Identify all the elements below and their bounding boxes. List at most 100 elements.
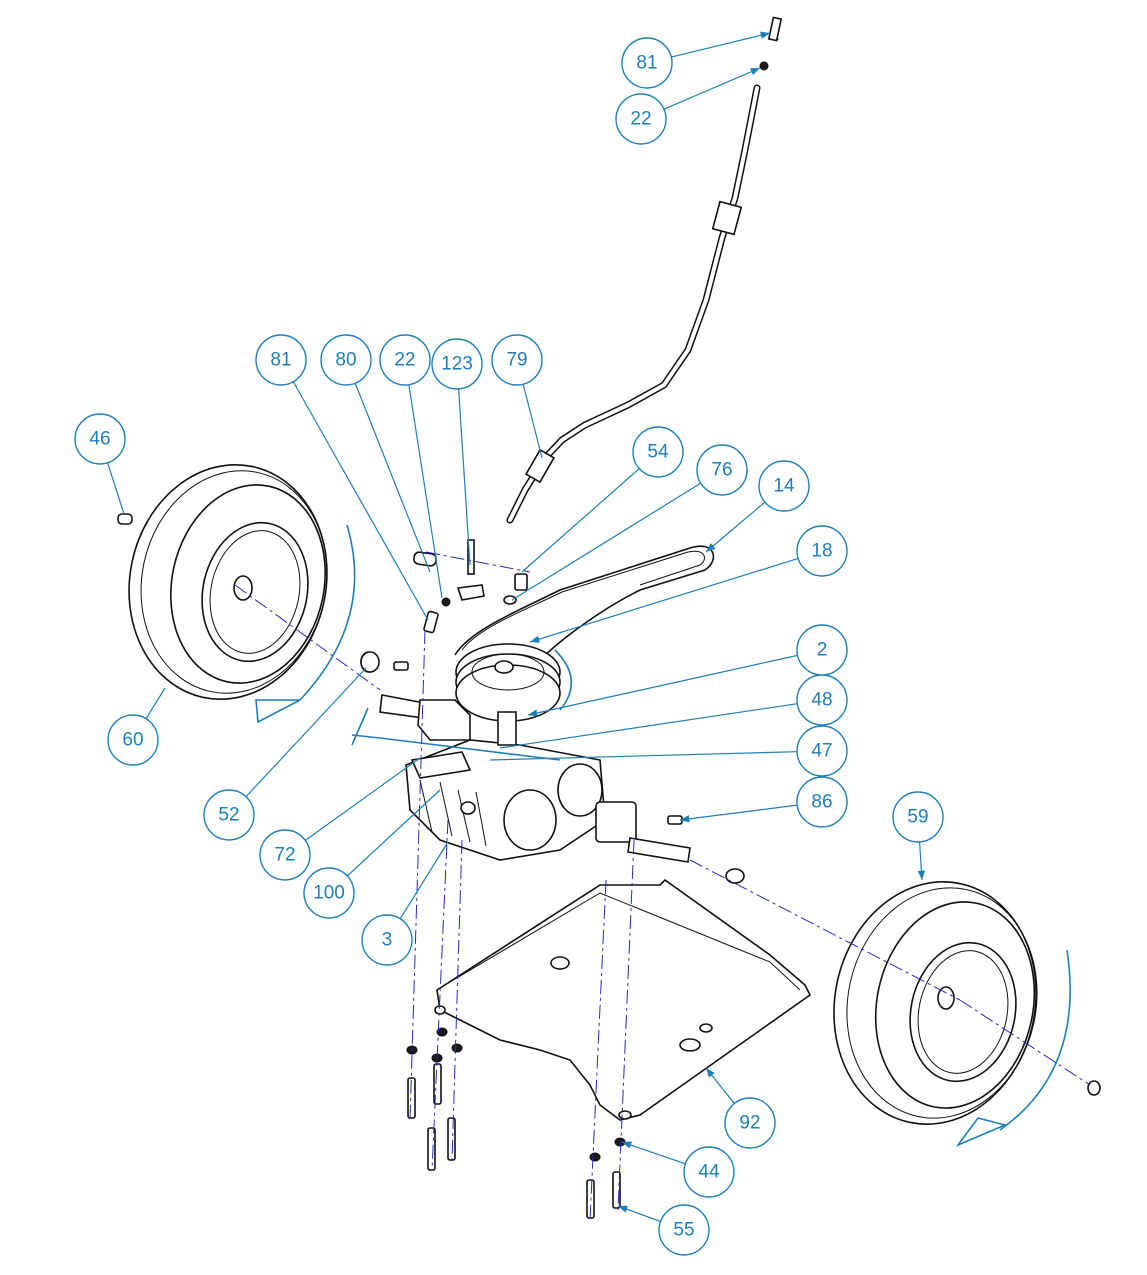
callout-circle <box>203 789 255 841</box>
callout-circle <box>632 426 684 478</box>
pulley-rotation-arrow <box>554 649 573 711</box>
callout-label: 81 <box>270 350 291 371</box>
leader-arrowhead-18 <box>530 635 540 643</box>
callout-76: 76 <box>696 444 748 496</box>
callout-60: 60 <box>107 714 159 766</box>
leader-line-3 <box>399 841 449 920</box>
right-wheel-rotation-arrow <box>999 949 1071 1131</box>
belt-and-pulley <box>454 545 715 722</box>
callout-circle <box>724 1097 776 1149</box>
transmission-rotation-tick <box>351 707 369 746</box>
callout-circle <box>892 791 944 843</box>
callout-47: 47 <box>796 725 848 777</box>
left-wheel-arrowhead <box>255 699 301 724</box>
leader-line-44 <box>621 1141 686 1165</box>
leader-arrowhead-92 <box>706 1068 715 1078</box>
leader-line-86 <box>679 804 798 821</box>
callout-circle <box>658 1204 710 1256</box>
leader-line-76 <box>511 482 702 601</box>
leader-arrowhead-2 <box>528 709 538 717</box>
callout-44: 44 <box>683 1146 735 1198</box>
leader-line-52 <box>245 667 367 798</box>
leader-line-47 <box>489 751 798 761</box>
callout-label: 81 <box>636 53 657 74</box>
callout-circle <box>758 460 810 512</box>
leader-line-81 <box>292 381 429 621</box>
callout-label: 79 <box>506 350 527 371</box>
callout-86: 86 <box>796 776 848 828</box>
leader-lines <box>107 31 926 1223</box>
callout-label: 86 <box>811 792 832 813</box>
callout-circle <box>107 714 159 766</box>
leader-arrowhead-44 <box>622 1141 632 1149</box>
callout-79: 79 <box>491 334 543 386</box>
callout-circle <box>683 1146 735 1198</box>
leader-line-79 <box>522 384 543 459</box>
transmission-rotation-line <box>351 734 561 761</box>
callout-circle <box>796 525 848 577</box>
leader-arrowhead-86 <box>680 815 690 823</box>
leader-arrowhead-14 <box>706 543 716 552</box>
leader-line-48 <box>499 703 798 749</box>
callout-circle <box>621 37 673 89</box>
callout-48: 48 <box>796 674 848 726</box>
callout-circle <box>696 444 748 496</box>
leader-line-46 <box>107 462 125 515</box>
assembly-axis-lines <box>234 551 1091 1221</box>
callout-label: 76 <box>711 460 732 481</box>
drive-cable <box>506 16 783 524</box>
callout-circle <box>259 829 311 881</box>
leader-line-2 <box>527 654 798 716</box>
callout-label: 59 <box>907 807 928 828</box>
callout-circle <box>491 334 543 386</box>
leader-line-60 <box>145 687 166 720</box>
callout-label: 52 <box>218 805 239 826</box>
leader-arrowhead-81 <box>760 31 770 39</box>
callout-100: 100 <box>303 867 355 919</box>
callout-label: 123 <box>441 354 473 375</box>
callout-22: 22 <box>379 334 431 386</box>
callout-circle <box>379 334 431 386</box>
callout-54: 54 <box>632 426 684 478</box>
callout-label: 2 <box>817 640 828 661</box>
callout-label: 92 <box>739 1113 760 1134</box>
callout-3: 3 <box>361 914 413 966</box>
callout-circle <box>255 334 307 386</box>
callout-label: 22 <box>394 350 415 371</box>
leader-line-22 <box>408 384 443 599</box>
callout-2: 2 <box>796 624 848 676</box>
callout-55: 55 <box>658 1204 710 1256</box>
callout-label: 54 <box>647 442 669 463</box>
callout-81: 81 <box>255 334 307 386</box>
callout-circle <box>796 776 848 828</box>
retainer-ring-46 <box>117 513 133 525</box>
callout-circle <box>303 867 355 919</box>
callout-14: 14 <box>758 460 810 512</box>
callout-label: 44 <box>698 1162 720 1183</box>
left-wheel <box>128 463 328 701</box>
leader-line-54 <box>521 468 640 573</box>
callout-circle <box>431 338 483 390</box>
callout-46: 46 <box>74 413 126 465</box>
callout-59: 59 <box>892 791 944 843</box>
callout-circle <box>320 334 372 386</box>
leader-arrowhead-59 <box>917 870 926 880</box>
left-wheel-rotation-arrow <box>299 524 356 701</box>
callout-18: 18 <box>796 525 848 577</box>
leader-line-14 <box>705 501 766 553</box>
callout-label: 18 <box>811 541 832 562</box>
callout-22: 22 <box>615 93 667 145</box>
callout-circle <box>796 725 848 777</box>
leader-arrowhead-22 <box>750 68 760 76</box>
leader-line-81 <box>671 32 771 58</box>
leader-line-22 <box>663 67 761 110</box>
callout-label: 72 <box>274 845 295 866</box>
mounting-plate <box>434 878 812 1121</box>
leader-line-80 <box>354 383 431 573</box>
callout-label: 14 <box>773 476 795 497</box>
callout-circle <box>615 93 667 145</box>
leader-line-18 <box>529 557 799 643</box>
callout-label: 48 <box>811 690 832 711</box>
callout-72: 72 <box>259 829 311 881</box>
